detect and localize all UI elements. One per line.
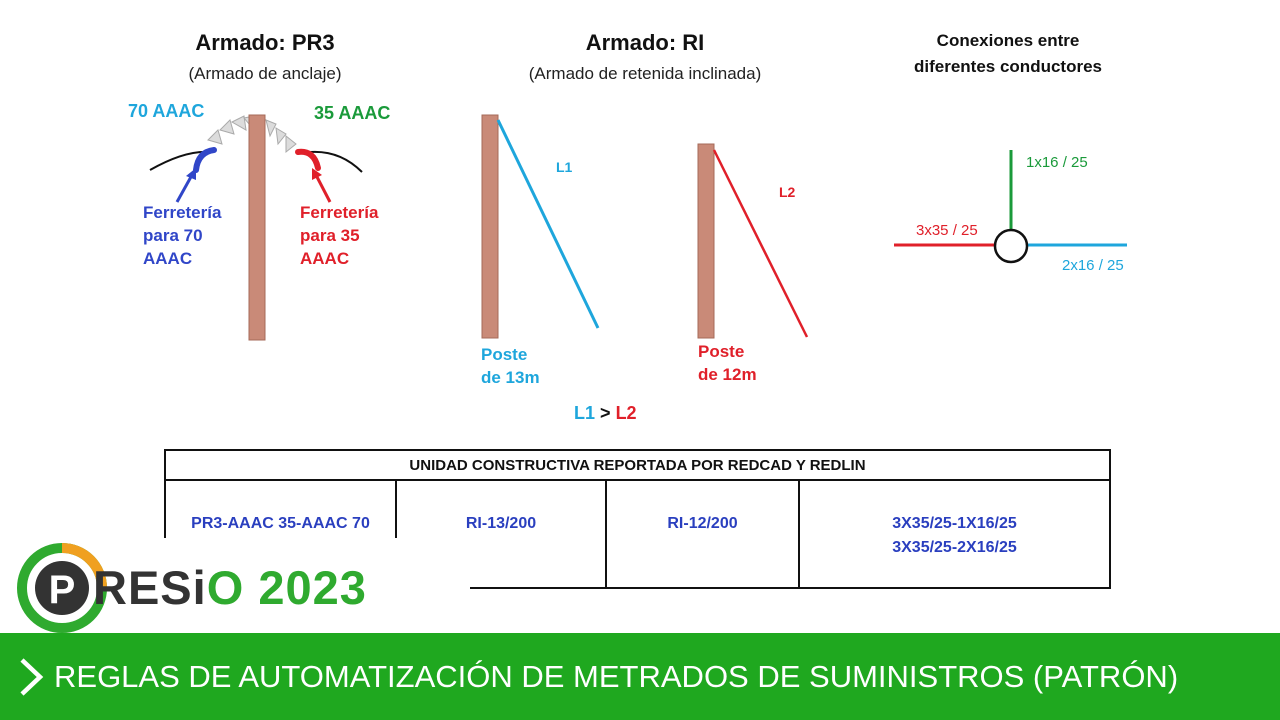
ri-title: Armado: RI [585,30,705,55]
logo-wordmark: RESiO 2023 [93,560,367,616]
footer-bar [0,633,1280,720]
ri-subtitle: (Armado de retenida inclinada) [528,64,762,83]
right-insulator-icon [265,119,297,154]
cell-ri12-text: RI-12/200 [667,515,738,532]
connection-node-icon [993,228,1029,264]
table-cell-pr3: PR3-AAAC 35-AAAC 70 [166,481,397,587]
left-hardware-icon [193,147,217,173]
cell-conexiones-line-1: 3X35/25-1X16/25 [892,515,1017,532]
pole1-line-2: de 13m [481,368,540,387]
pr3-diagram [149,114,363,341]
right-hw-line-2: para 35 [300,226,360,245]
right-hardware-icon [295,148,321,171]
label-2x16: 2x16 / 25 [1062,257,1124,274]
right-conductor-label: 35 AAAC [314,103,391,123]
left-hw-line-3: AAAC [143,249,193,268]
red-arrow-icon [312,168,322,180]
left-conductor-label: 70 AAAC [128,101,205,121]
compare-l1: L1 [574,403,596,423]
pole1-line-1: Poste [481,345,528,364]
right-conductor-wire [309,150,363,173]
conexiones-title-line-1: Conexiones entre [936,31,1080,50]
ri-guy-l1 [496,119,600,329]
logo-wordmark-part2: O 2023 [206,561,367,614]
cell-pr3-text: PR3-AAAC 35-AAAC 70 [191,515,370,532]
conexiones-title-line-2: diferentes conductores [914,57,1102,76]
svg-text:P: P [49,568,76,612]
l1-label: L1 [556,159,573,175]
footer-title: REGLAS DE AUTOMATIZACIÓN DE METRADOS DE … [54,659,1179,694]
compare-operator: > [600,403,611,423]
length-comparison: L1 > L2 [574,402,637,425]
presio-logo-icon: P [17,543,107,633]
compare-l2: L2 [615,403,637,423]
conexiones-diagram [894,150,1127,264]
pole-13m-label: Poste de 13m [481,343,540,389]
ri-pole-13m [481,114,499,339]
left-insulator-icon [207,115,255,145]
chevron-right-icon [20,658,44,696]
pole2-line-1: Poste [698,342,745,361]
label-3x35: 3x35 / 25 [916,222,978,239]
left-hardware-label: Ferretería para 70 AAAC [143,201,221,270]
left-hw-line-2: para 70 [143,226,203,245]
ri-diagram [481,114,809,339]
table-cell-ri12: RI-12/200 [607,481,800,587]
cell-ri13-text: RI-13/200 [465,515,537,532]
left-hw-line-1: Ferretería [143,203,222,222]
table-header: UNIDAD CONSTRUCTIVA REPORTADA POR REDCAD… [166,451,1109,481]
conexiones-title: Conexiones entre diferentes conductores [878,28,1138,80]
pr3-subtitle: (Armado de anclaje) [188,64,342,83]
right-hw-line-1: Ferretería [300,203,379,222]
ri-guy-l2 [712,149,809,338]
l2-label: L2 [779,184,796,200]
cell-conexiones-line-2: 3X35/25-2X16/25 [892,539,1017,556]
ri-pole-12m [697,143,715,339]
table-cell-conexiones: 3X35/25-1X16/25 3X35/25-2X16/25 [800,481,1109,587]
pole-12m-label: Poste de 12m [698,340,757,386]
pr3-pole [248,114,266,341]
blue-arrow-icon [186,168,196,180]
pr3-title: Armado: PR3 [195,30,335,55]
right-hw-line-3: AAAC [300,249,350,268]
logo-wordmark-part1: RESi [93,561,207,614]
pole2-line-2: de 12m [698,365,757,384]
table-cell-ri13: RI-13/200 [397,481,607,587]
label-1x16: 1x16 / 25 [1026,154,1088,171]
unidad-constructiva-table: UNIDAD CONSTRUCTIVA REPORTADA POR REDCAD… [164,449,1111,589]
right-hardware-label: Ferretería para 35 AAAC [300,201,378,270]
